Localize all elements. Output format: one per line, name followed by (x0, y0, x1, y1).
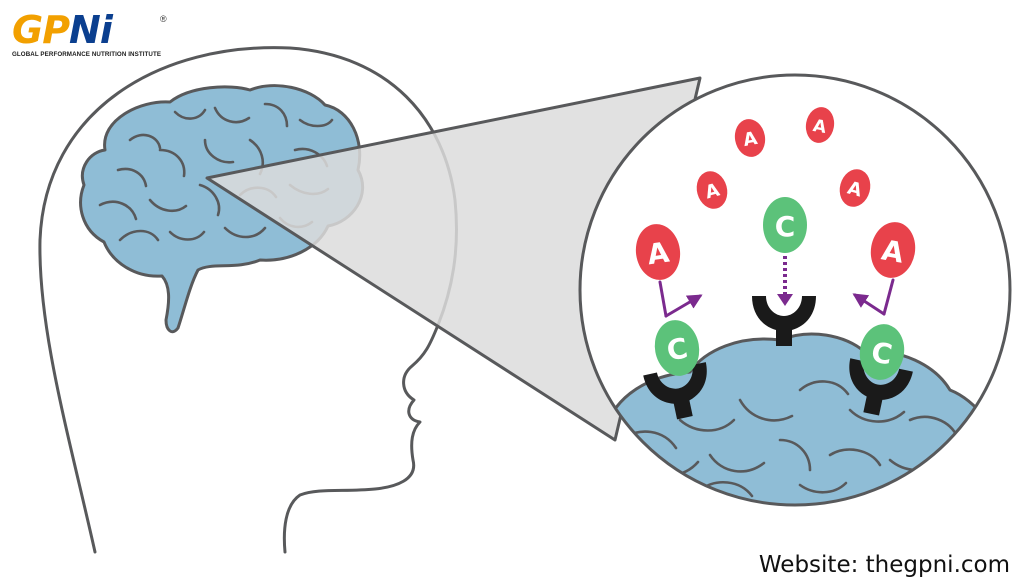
svg-text:C: C (775, 210, 796, 243)
brain-in-head (79, 84, 365, 334)
logo-wordmark: GPNi (12, 8, 113, 52)
svg-text:A: A (645, 236, 671, 272)
logo-tagline: GLOBAL PERFORMANCE NUTRITION INSTITUTE (12, 51, 162, 58)
adenosine-receptor-left (643, 362, 707, 420)
adenosine-molecule-6: A (870, 222, 916, 278)
adenosine-receptor-right (849, 358, 913, 416)
svg-text:A: A (811, 116, 828, 138)
caffeine-molecule-left: C (654, 320, 700, 376)
svg-text:A: A (742, 128, 759, 151)
binding-arrow-center (777, 256, 793, 306)
registered-mark: ® (160, 14, 167, 24)
svg-text:A: A (845, 178, 864, 202)
blocked-arrow-left (658, 280, 703, 318)
adenosine-molecule-5: A (635, 224, 681, 280)
website-label[interactable]: Website: thegpni.com (758, 552, 1010, 578)
zoom-circle (578, 73, 1012, 507)
adenosine-molecule-3: A (696, 171, 728, 209)
adenosine-molecule-4: A (839, 169, 871, 207)
adenosine-molecule-1: A (734, 119, 766, 157)
svg-text:A: A (703, 179, 722, 203)
caffeine-molecule-right: C (859, 324, 905, 380)
logo[interactable]: GPNi ® GLOBAL PERFORMANCE NUTRITION INST… (10, 10, 180, 62)
adenosine-receptor-center (752, 296, 816, 346)
adenosine-molecule-2: A (805, 107, 835, 143)
caffeine-molecule-center: C (763, 197, 807, 253)
blocked-arrow-right (852, 278, 895, 316)
